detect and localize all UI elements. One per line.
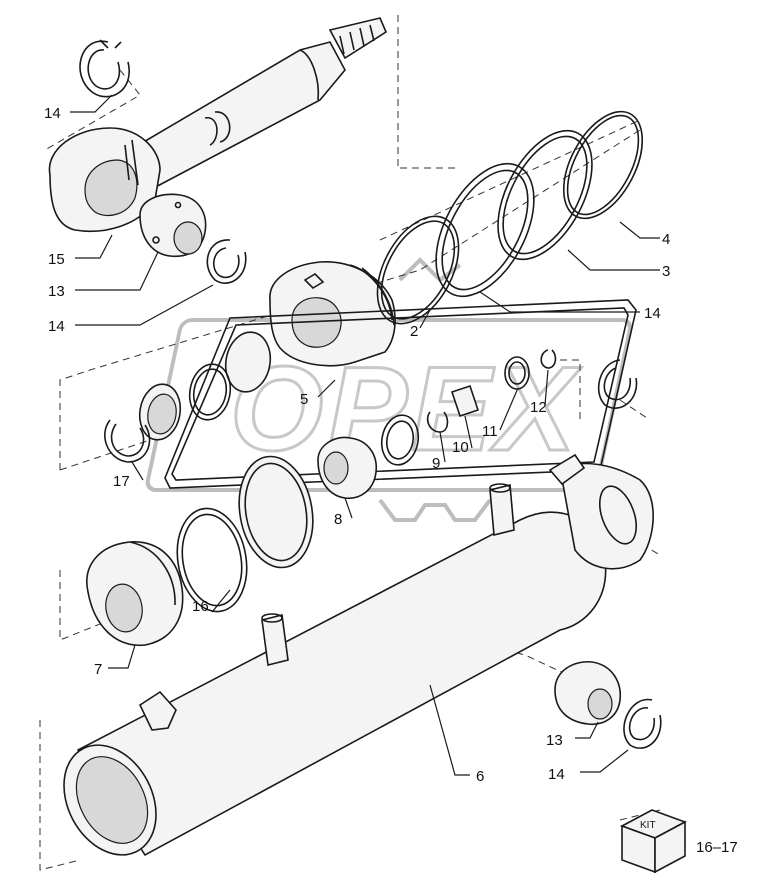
kit-box: KIT 16–17: [620, 809, 738, 874]
piston-2: [269, 261, 396, 367]
callout-14-bottom: 14: [548, 766, 565, 783]
ring-set-5: [104, 331, 272, 463]
callout-16: 16: [192, 598, 209, 615]
callout-10: 10: [452, 439, 469, 456]
plug-10: [450, 384, 480, 418]
kit-box-right: [654, 820, 686, 874]
callout-8: 8: [334, 511, 342, 528]
callout-12: 12: [530, 399, 547, 416]
callout-5: 5: [300, 391, 308, 408]
callout-13-top: 13: [48, 283, 65, 300]
callout-14-right: 14: [644, 305, 661, 322]
end-cap-7: [86, 541, 184, 646]
piston-ring-large: [435, 162, 535, 298]
callout-labels: 14 15 13 14 4 3 14 2 5 12 11 10 9 17 8 1…: [44, 105, 670, 785]
callout-14-top: 14: [44, 105, 61, 122]
callout-4: 4: [662, 231, 670, 248]
callout-17: 17: [113, 473, 130, 490]
seal-ring-3: [497, 129, 593, 261]
snap-ring-14-bottom: [623, 698, 662, 749]
valve-body-8: [317, 414, 420, 499]
snap-ring-14-top: [79, 39, 130, 98]
snap-ring-14-mid: [206, 239, 247, 284]
callout-6: 6: [476, 768, 484, 785]
piston-ring-medium: [376, 215, 460, 325]
callout-14-mid: 14: [48, 318, 65, 335]
callout-7: 7: [94, 661, 102, 678]
leader-lines: [70, 94, 660, 776]
seal-rings-16: [176, 455, 314, 613]
piston-rod: [128, 17, 388, 192]
callout-3: 3: [662, 263, 670, 280]
cylinder-barrel-6: [63, 453, 654, 857]
kit-label: KIT: [640, 820, 656, 831]
callout-2: 2: [410, 323, 418, 340]
bearing-13-top: [139, 193, 207, 258]
bearing-13-bottom: [554, 661, 621, 725]
callout-15: 15: [48, 251, 65, 268]
snap-ring-14-right: [597, 359, 638, 409]
gland-15: [48, 127, 161, 232]
seal-ring-4: [562, 110, 644, 220]
callout-13-bottom: 13: [546, 732, 563, 749]
clip-12: [540, 349, 557, 369]
kit-reference: 16–17: [696, 839, 738, 856]
watermark-gear: [378, 498, 492, 522]
callout-11: 11: [482, 423, 498, 440]
callout-9: 9: [432, 455, 440, 472]
